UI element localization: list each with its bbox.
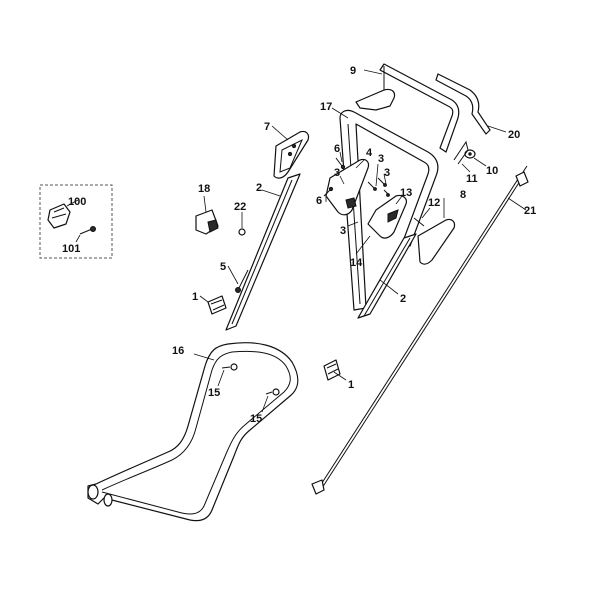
callout-11: 11 [466, 173, 478, 185]
callout-14: 14 [350, 257, 363, 269]
part-4-control-housing [325, 158, 370, 216]
callout-10: 10 [486, 165, 498, 177]
callout-101: 101 [62, 243, 80, 255]
part-101-screw [79, 226, 96, 235]
leader-16 [193, 353, 215, 361]
leader-15b [261, 395, 269, 413]
leader-7 [271, 125, 289, 141]
leader-14 [355, 235, 371, 255]
callout-4: 4 [366, 147, 373, 159]
part-2-tube-right [357, 233, 417, 319]
part-6-screw-a [335, 157, 346, 170]
part-21-cable [311, 165, 529, 495]
leader-10 [473, 157, 487, 167]
callout-15b: 15 [250, 413, 262, 425]
leader-100 [66, 199, 79, 207]
leader-3a [375, 163, 379, 187]
callout-1b: 1 [348, 379, 354, 391]
leader-13 [395, 195, 403, 205]
leader-3c [339, 175, 345, 185]
callout-9: 9 [350, 65, 356, 77]
callout-3c: 3 [334, 167, 340, 179]
leader-4 [355, 159, 365, 169]
part-11-spring [453, 140, 469, 165]
part-17-upper-handle [339, 109, 439, 311]
callout-8: 8 [460, 189, 466, 201]
inset-box [39, 184, 113, 259]
part-3-screws [367, 177, 390, 197]
callout-18: 18 [198, 183, 210, 195]
leader-20 [487, 125, 507, 133]
callout-12: 12 [428, 197, 440, 209]
callout-21: 21 [524, 205, 536, 217]
part-15-screw-b [265, 388, 280, 396]
part-6-screw-b [323, 186, 334, 197]
part-10-washer [464, 149, 476, 159]
leader-2b [379, 279, 399, 295]
callout-15a: 15 [208, 387, 220, 399]
leader-1b [333, 371, 347, 381]
callout-3d: 3 [340, 225, 346, 237]
leader-17 [331, 107, 349, 119]
callout-5: 5 [220, 261, 226, 273]
part-20-rod [435, 73, 491, 135]
part-13-housing [367, 194, 407, 239]
leader-3d [347, 221, 359, 227]
part-9-lever [355, 63, 460, 153]
part-100-clip [47, 203, 71, 229]
part-22-nut [238, 228, 246, 236]
leader-21 [507, 197, 527, 211]
part-18-knob [195, 209, 219, 235]
part-16-lower-handle [87, 342, 299, 522]
leader-2a [261, 189, 281, 197]
callout-6b: 6 [316, 195, 322, 207]
callout-7: 7 [264, 121, 270, 133]
callout-1a: 1 [192, 291, 198, 303]
callout-13: 13 [400, 187, 412, 199]
leader-101 [75, 234, 81, 243]
leader-3b [383, 173, 387, 185]
callout-3b: 3 [384, 167, 390, 179]
part-15-screw-a [221, 363, 238, 371]
part-1-clamp-left [207, 295, 227, 315]
leader-12 [421, 207, 431, 219]
callout-16: 16 [172, 345, 184, 357]
callout-22: 22 [234, 201, 246, 213]
leader-1a [199, 295, 209, 303]
leader-6a [339, 151, 343, 163]
part-2-tube-left [225, 173, 301, 331]
callout-100: 100 [68, 196, 86, 208]
callout-17: 17 [320, 101, 332, 113]
leader-15a [217, 369, 225, 387]
leader-9 [363, 69, 383, 75]
leader-18 [203, 195, 207, 213]
part-12-pin [413, 217, 425, 227]
callout-6a: 6 [334, 143, 340, 155]
part-1-clamp-right [323, 359, 341, 381]
part-8-cover [417, 218, 456, 265]
callout-3a: 3 [378, 153, 384, 165]
leader-11 [461, 163, 471, 173]
callout-20: 20 [508, 129, 520, 141]
part-5-bolt [235, 269, 249, 293]
leader-5 [227, 265, 239, 285]
part-7-cover [273, 130, 310, 179]
callout-2a: 2 [256, 182, 262, 194]
callout-2b: 2 [400, 293, 406, 305]
